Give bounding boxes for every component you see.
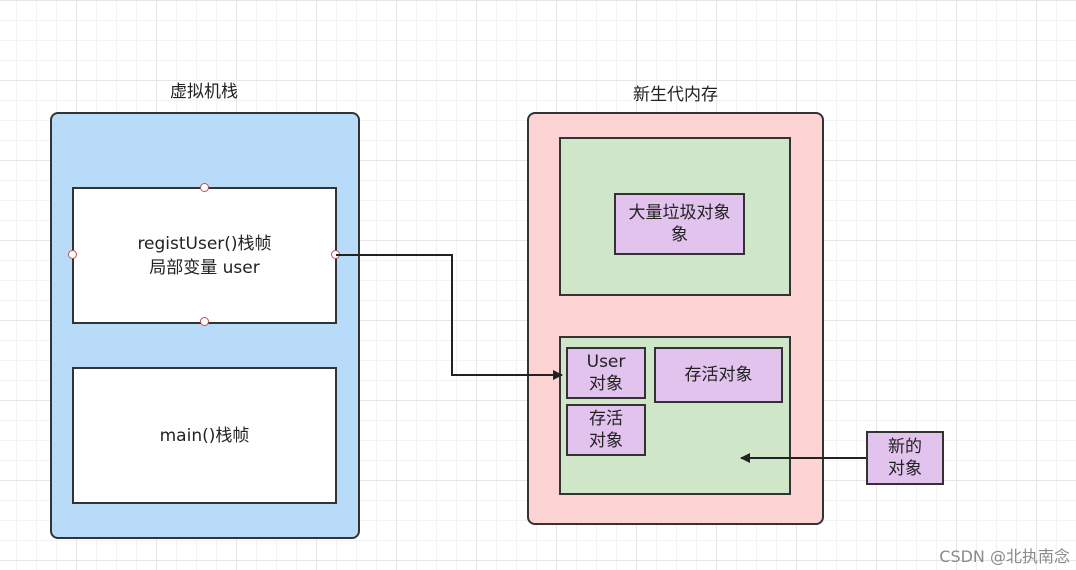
live-object-label-2a: 存活 — [589, 409, 623, 429]
garbage-objects-label-2: 象 — [671, 225, 688, 245]
live-object-box-1[interactable]: 存活对象 — [654, 347, 783, 403]
handle-top[interactable] — [200, 183, 209, 192]
vm-stack-title: 虚拟机栈 — [170, 82, 238, 102]
new-object-box[interactable]: 新的 对象 — [866, 431, 944, 485]
live-object-label-2b: 对象 — [589, 431, 623, 451]
watermark: CSDN @北执南念 — [939, 547, 1070, 566]
new-object-label-2: 对象 — [888, 459, 922, 479]
garbage-objects-label: 大量垃圾对象 — [628, 203, 731, 223]
reference-arrow — [336, 254, 563, 380]
main-frame[interactable]: main()栈帧 — [72, 367, 337, 504]
young-gen-title: 新生代内存 — [633, 85, 718, 105]
user-object-label-1: User — [586, 352, 626, 372]
local-variable-user-label: 局部变量 user — [149, 257, 260, 278]
live-object-box-2[interactable]: 存活 对象 — [566, 404, 646, 456]
new-object-label-1: 新的 — [888, 437, 922, 457]
handle-bottom[interactable] — [200, 317, 209, 326]
regist-user-frame-label: registUser()栈帧 — [137, 233, 272, 254]
handle-left[interactable] — [68, 250, 77, 259]
user-object-box[interactable]: User 对象 — [566, 347, 646, 399]
main-frame-label: main()栈帧 — [159, 425, 250, 446]
live-object-label-1: 存活对象 — [684, 365, 753, 385]
garbage-objects-box[interactable]: 大量垃圾对象 象 — [614, 193, 745, 255]
user-object-label-2: 对象 — [589, 374, 623, 394]
